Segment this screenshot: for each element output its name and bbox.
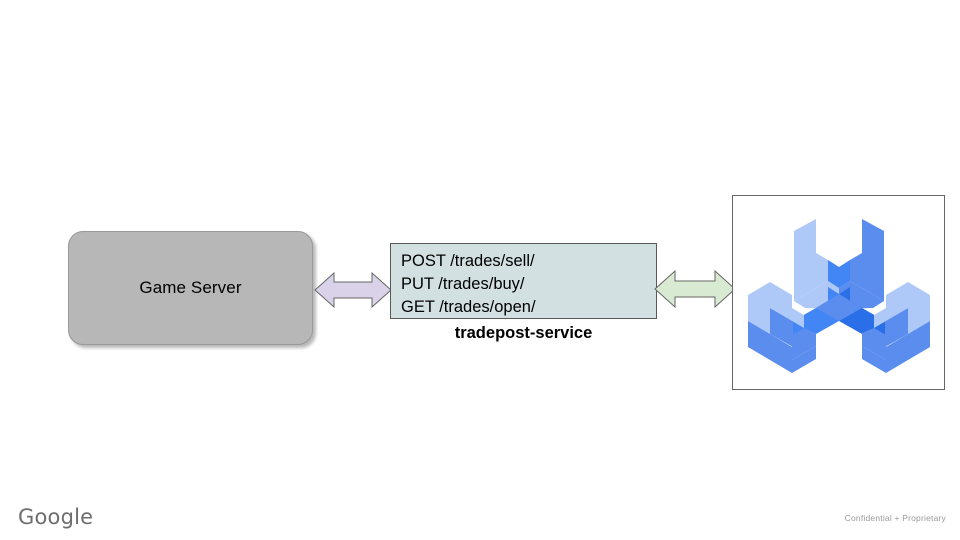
bidirectional-arrow-green [654,266,736,317]
game-server-label: Game Server [139,278,242,297]
agones-logo-icon [747,218,930,373]
endpoint-line-2: PUT /trades/buy/ [401,275,525,293]
endpoint-line-3: GET /trades/open/ [401,298,536,316]
game-server-node[interactable]: Game Server [68,231,313,345]
endpoint-line-1: POST /trades/sell/ [401,252,535,270]
tradepost-service-caption: tradepost-service [454,324,593,342]
confidentiality-note: Confidential + Proprietary [844,513,946,523]
bidirectional-arrow-purple [314,268,392,317]
google-logo: Google [18,505,94,529]
agones-logo-panel [732,195,945,390]
tradepost-service-node[interactable]: POST /trades/sell/ PUT /trades/buy/ GET … [390,243,657,319]
